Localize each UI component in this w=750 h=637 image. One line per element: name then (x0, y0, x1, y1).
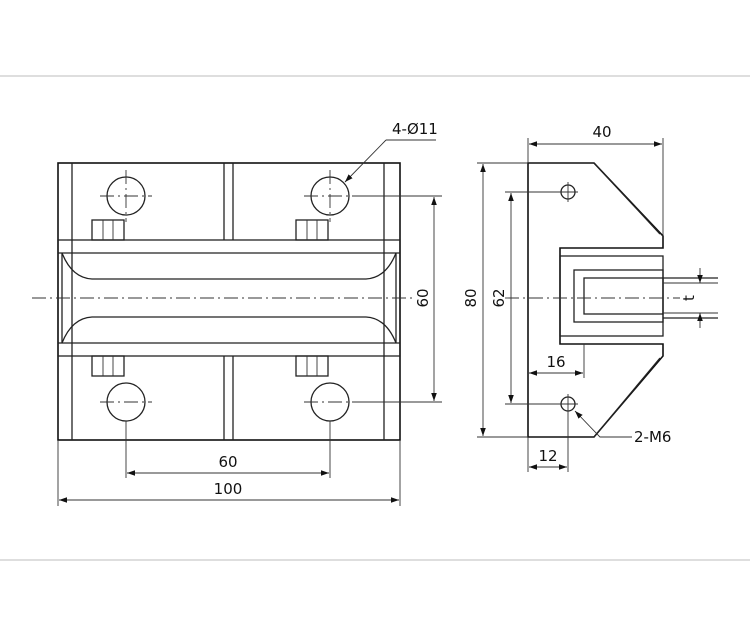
dim-depth: 40 (592, 123, 611, 141)
bolt-top-right (295, 219, 329, 241)
hole-bottom-left (100, 382, 152, 422)
dim-hole-spacing-v: 60 (414, 288, 432, 307)
hole-top-right (304, 170, 356, 222)
hole-bottom-right (304, 382, 356, 422)
side-body-outline (527, 162, 664, 438)
front-view: 60 60 100 4-Ø11 (32, 120, 442, 506)
dim-hole-spacing-h: 60 (218, 453, 237, 471)
side-chamfer-bottom (593, 357, 661, 438)
front-guide-curve-bottom (61, 316, 397, 344)
bolt-bottom-left (91, 355, 125, 377)
side-view: 40 80 62 16 12 t 2-M6 (462, 123, 718, 472)
side-slot-outer (559, 255, 664, 337)
holes-callout: 4-Ø11 (392, 120, 438, 138)
bolt-bottom-right (295, 355, 329, 377)
side-rail-insert (583, 277, 664, 315)
dim-tapped-offset: 12 (538, 447, 557, 465)
hole-top-left (100, 170, 152, 222)
bolt-top-left (91, 219, 125, 241)
slot-thickness-label: t (680, 295, 698, 301)
holes-leader (344, 139, 387, 183)
dim-width: 100 (214, 480, 243, 498)
tapped-hole-top (558, 182, 578, 202)
tapped-callout: 2-M6 (634, 428, 671, 446)
side-chamfer-top (593, 162, 661, 235)
dim-height: 80 (462, 288, 480, 307)
dim-slot-depth: 16 (546, 353, 565, 371)
dim-tapped-spacing: 62 (490, 288, 508, 307)
tapped-hole-bottom (558, 394, 578, 414)
tapped-leader (574, 410, 632, 438)
front-guide-curve-top (61, 252, 397, 280)
